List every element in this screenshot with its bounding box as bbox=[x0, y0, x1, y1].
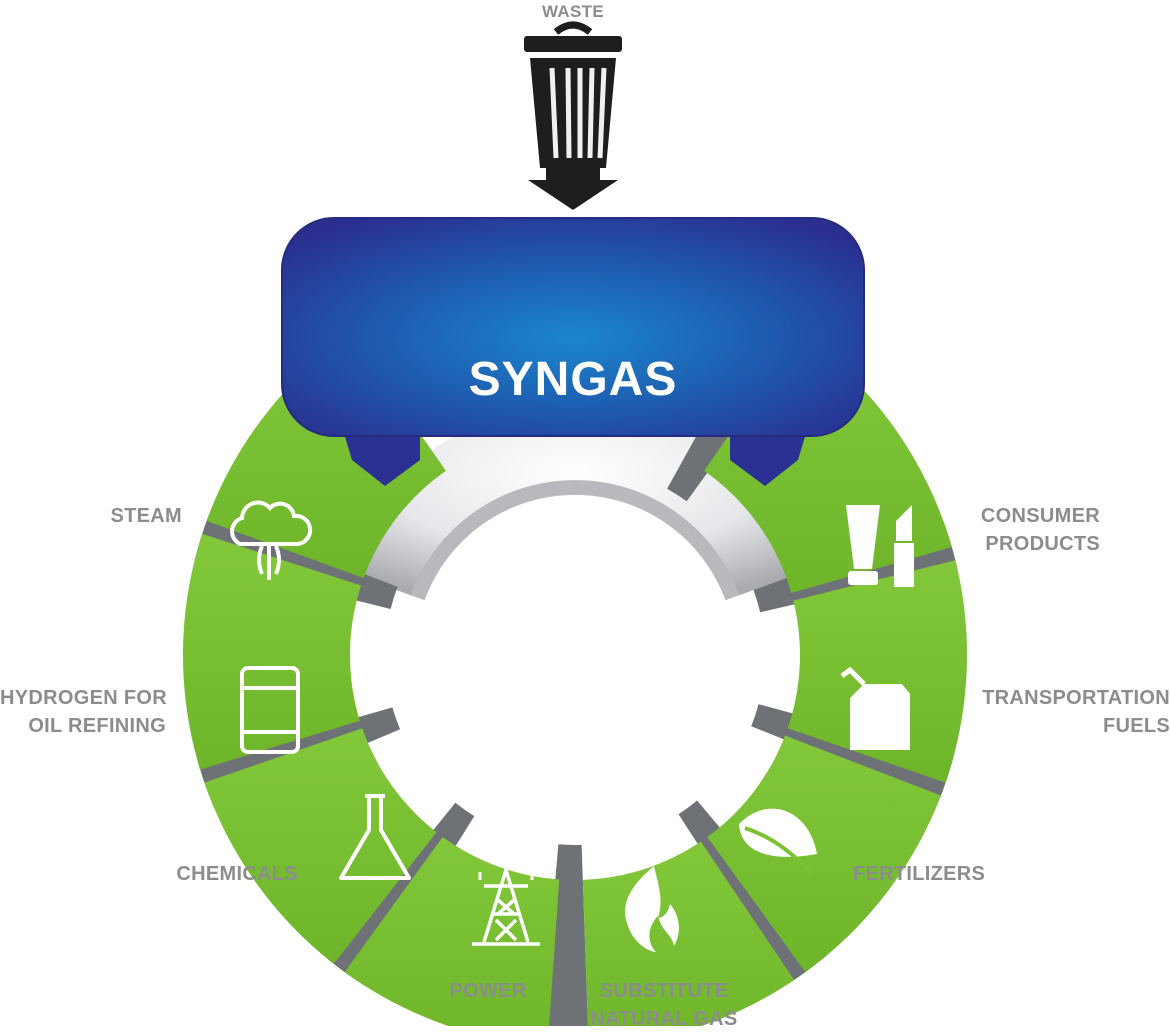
segment-fertilizers bbox=[707, 735, 941, 973]
gas-flame-icon bbox=[625, 866, 679, 952]
segment-chemicals bbox=[204, 728, 437, 964]
label-transportation: TRANSPORTATION FUELS bbox=[960, 684, 1170, 740]
segment-transportation bbox=[787, 560, 967, 783]
label-hydrogen-line2: OIL REFINING bbox=[28, 715, 166, 737]
trash-bin-icon bbox=[524, 21, 622, 210]
label-transportation-line2: FUELS bbox=[1102, 715, 1170, 737]
label-hydrogen: HYDROGEN FOR OIL REFINING bbox=[0, 684, 167, 740]
label-power-text: POWER bbox=[449, 980, 527, 1002]
label-transportation-line1: TRANSPORTATION bbox=[982, 687, 1170, 709]
input-label-waste: WASTE bbox=[542, 2, 604, 21]
label-natural-gas-line2: NATURAL GAS bbox=[590, 1008, 738, 1030]
cosmetics-icon bbox=[846, 505, 914, 587]
label-steam-text: STEAM bbox=[110, 505, 182, 527]
label-natural-gas: SUBSTITUTE NATURAL GAS bbox=[566, 977, 762, 1033]
steam-cloud-icon bbox=[230, 500, 313, 580]
syngas-box bbox=[281, 217, 865, 486]
label-power: POWER bbox=[428, 977, 548, 1005]
label-hydrogen-line1: HYDROGEN FOR bbox=[0, 687, 167, 709]
leaf-icon bbox=[739, 808, 817, 876]
syngas-title: SYNGAS bbox=[468, 353, 678, 406]
oil-barrel-icon bbox=[240, 666, 300, 754]
power-tower-icon bbox=[472, 864, 540, 946]
segment-icons bbox=[230, 500, 914, 952]
segment-hydrogen bbox=[182, 533, 361, 770]
label-consumer: CONSUMER PRODUCTS bbox=[950, 502, 1100, 558]
label-fertilizers: FERTILIZERS bbox=[853, 860, 1023, 888]
label-chemicals: CHEMICALS bbox=[120, 860, 298, 888]
label-chemicals-text: CHEMICALS bbox=[176, 863, 298, 885]
label-consumer-line2: PRODUCTS bbox=[985, 533, 1100, 555]
label-steam: STEAM bbox=[60, 502, 182, 530]
flask-icon bbox=[339, 794, 411, 880]
segment-power-bevel bbox=[542, 844, 588, 1026]
fuel-can-icon bbox=[840, 666, 910, 750]
label-fertilizers-text: FERTILIZERS bbox=[853, 863, 986, 885]
label-natural-gas-line1: SUBSTITUTE bbox=[599, 980, 729, 1002]
ring-inner-edge bbox=[410, 480, 740, 601]
label-consumer-line1: CONSUMER bbox=[980, 505, 1100, 527]
